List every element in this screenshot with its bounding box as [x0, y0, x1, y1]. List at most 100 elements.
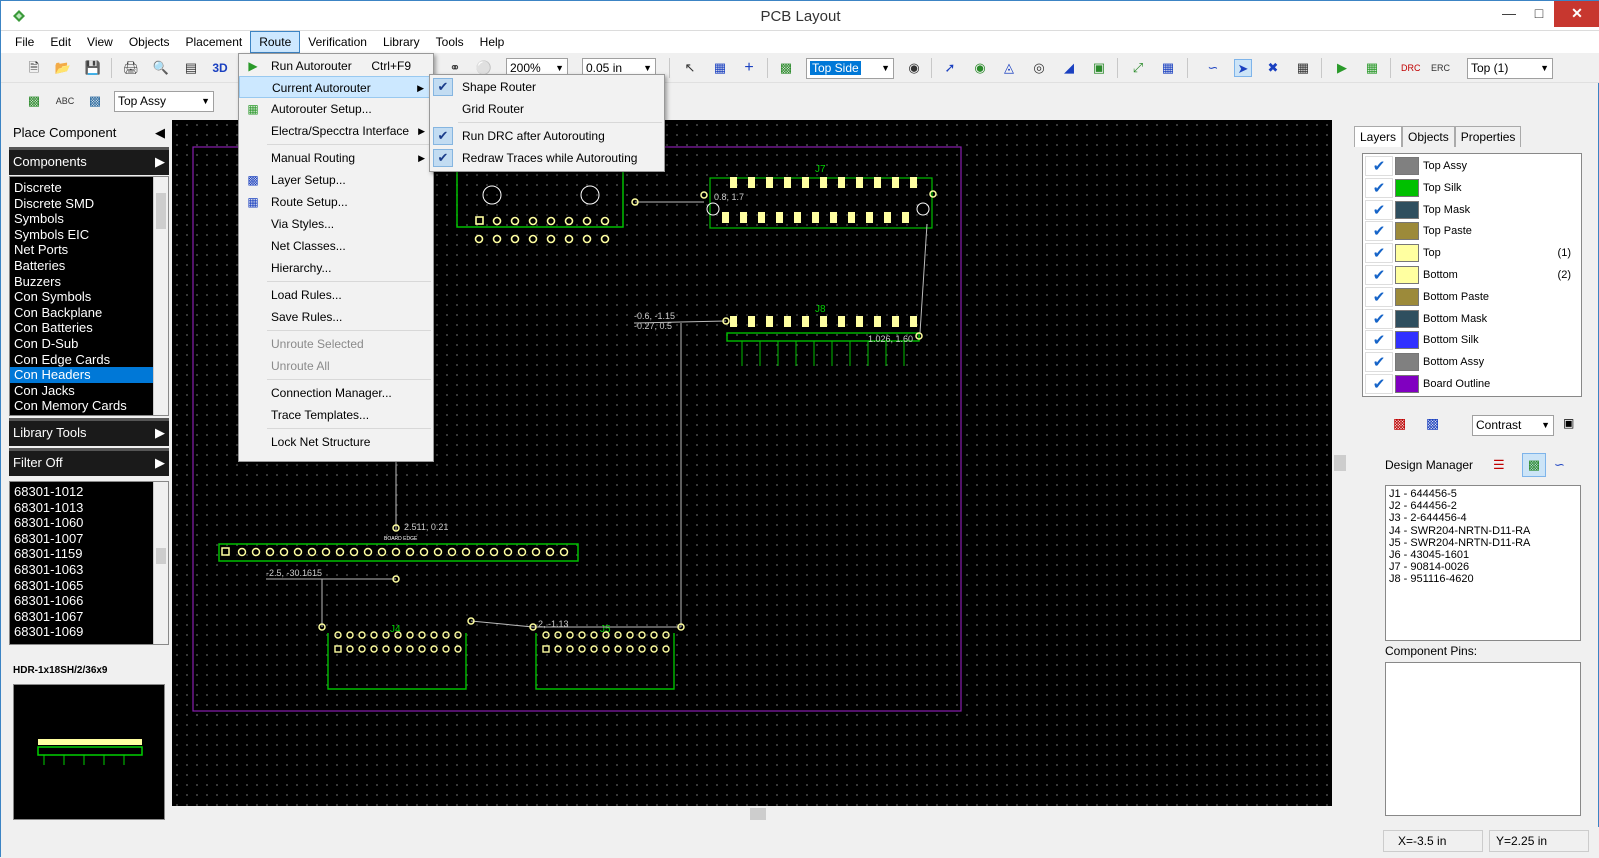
- list-item[interactable]: J4 - SWR204-NRTN-D11-RA: [1389, 524, 1531, 537]
- menu-item-run-drc-after[interactable]: ✔Run DRC after Autorouting: [430, 125, 664, 147]
- text-tool-icon[interactable]: ABC: [55, 96, 75, 106]
- list-item[interactable]: 68301-1060: [14, 515, 84, 531]
- list-item[interactable]: Buzzers: [14, 273, 61, 289]
- components-header[interactable]: Components▶: [9, 147, 169, 175]
- layer-visible-checkmark-icon[interactable]: ✔: [1365, 199, 1393, 220]
- list-item[interactable]: J1 - 644456-5: [1389, 488, 1457, 500]
- place-icon[interactable]: ▩: [27, 93, 41, 108]
- run-autorouter-icon[interactable]: ▶: [1337, 60, 1347, 75]
- list-item[interactable]: Discrete SMD: [14, 195, 95, 211]
- interactive-route-icon[interactable]: ➤: [1234, 59, 1252, 77]
- menu-item-grid-router[interactable]: Grid Router: [462, 102, 525, 116]
- menu-item-net-classes[interactable]: Net Classes...: [271, 239, 346, 253]
- menu-item-lock-net-structure[interactable]: Lock Net Structure: [271, 435, 371, 449]
- layer-color-swatch[interactable]: [1395, 353, 1419, 372]
- list-item[interactable]: 68301-1007: [14, 530, 84, 546]
- maximize-button[interactable]: □: [1534, 5, 1544, 21]
- pad-icon[interactable]: ◎: [1033, 60, 1045, 75]
- contrast-combo[interactable]: Contrast▼: [1472, 415, 1554, 436]
- layer-visible-checkmark-icon[interactable]: ✔: [1365, 265, 1393, 285]
- list-item[interactable]: J6 - 43045-1601: [1389, 549, 1470, 562]
- components-scrollbar[interactable]: [153, 177, 168, 415]
- select-arrow-icon[interactable]: ↖: [684, 60, 696, 75]
- save-icon[interactable]: 💾: [84, 60, 102, 75]
- menu-placement[interactable]: Placement: [185, 35, 243, 49]
- list-item[interactable]: J5 - SWR204-NRTN-D11-RA: [1389, 536, 1531, 549]
- layer-visible-checkmark-icon[interactable]: ✔: [1365, 308, 1393, 329]
- menu-route[interactable]: Route: [250, 31, 301, 53]
- menu-help[interactable]: Help: [479, 35, 505, 49]
- layer-visible-checkmark-icon[interactable]: ✔: [1365, 221, 1393, 242]
- arc-icon[interactable]: ◬: [1004, 60, 1014, 75]
- add-layer-icon[interactable]: ▩: [1393, 415, 1407, 431]
- side-combo[interactable]: Top Side▼: [806, 58, 894, 79]
- list-item[interactable]: Symbols EIC: [14, 226, 90, 242]
- layer-color-swatch[interactable]: [1395, 244, 1419, 263]
- menu-item-current-autorouter[interactable]: Current Autorouter▶: [239, 76, 433, 98]
- layer-row[interactable]: ✔Bottom Silk: [1365, 330, 1575, 351]
- components-list[interactable]: Discrete Discrete SMD Symbols Symbols EI…: [9, 176, 169, 416]
- layer-row[interactable]: ✔Bottom Assy: [1365, 352, 1575, 373]
- layer-settings-icon[interactable]: ▩: [1426, 415, 1440, 431]
- list-item[interactable]: Symbols: [14, 211, 64, 227]
- dm-components-icon[interactable]: ▩: [1522, 453, 1546, 477]
- close-button[interactable]: ✕: [1554, 1, 1599, 27]
- layer-row[interactable]: ✔Top Silk: [1365, 177, 1575, 198]
- list-item[interactable]: Discrete: [14, 180, 62, 195]
- assy-combo[interactable]: Top Assy▼: [114, 91, 214, 112]
- menu-item-manual-routing[interactable]: Manual Routing▶: [239, 147, 433, 169]
- menu-library[interactable]: Library: [382, 35, 420, 49]
- filter-header[interactable]: Filter Off▶: [9, 448, 169, 476]
- print-icon[interactable]: 🖨: [122, 60, 140, 75]
- collapse-left-icon[interactable]: ◀: [155, 125, 165, 140]
- layer-color-swatch[interactable]: [1395, 200, 1419, 219]
- list-item[interactable]: Con Edge Cards: [14, 351, 111, 367]
- copper-pour-icon[interactable]: ▣: [1092, 60, 1106, 75]
- layer-row[interactable]: ✔Bottom Paste: [1365, 286, 1575, 307]
- minimize-button[interactable]: —: [1502, 5, 1516, 21]
- layer-row[interactable]: ✔Top Paste: [1365, 221, 1575, 242]
- layer-visible-checkmark-icon[interactable]: ✔: [1365, 330, 1393, 351]
- menu-file[interactable]: File: [15, 35, 35, 49]
- menu-item-hierarchy[interactable]: Hierarchy...: [271, 261, 332, 275]
- drc-icon[interactable]: DRC: [1401, 63, 1421, 73]
- table-icon[interactable]: ▦: [1161, 60, 1175, 75]
- parts-list[interactable]: 68301-1012 68301-1013 68301-1060 68301-1…: [9, 481, 169, 645]
- via-icon[interactable]: ◉: [974, 60, 986, 75]
- menu-item-load-rules[interactable]: Load Rules...: [271, 288, 342, 302]
- list-item[interactable]: Batteries: [14, 257, 66, 273]
- layer-color-swatch[interactable]: [1395, 375, 1419, 393]
- menu-item-shape-router[interactable]: ✔Shape Router: [430, 76, 664, 98]
- list-item[interactable]: J2 - 644456-2: [1389, 500, 1457, 513]
- parts-scrollbar[interactable]: [153, 482, 168, 644]
- layer-visible-checkmark-icon[interactable]: ✔: [1365, 156, 1393, 176]
- canvas-horizontal-scrollbar[interactable]: [172, 806, 1332, 822]
- list-item[interactable]: J8 - 951116-4620: [1389, 573, 1474, 586]
- place-component-header[interactable]: Place Component◀: [9, 121, 169, 145]
- polygon-icon[interactable]: ◢: [1064, 60, 1074, 75]
- erc-icon[interactable]: ERC: [1431, 63, 1451, 73]
- image-icon[interactable]: ▩: [88, 93, 102, 108]
- list-item[interactable]: 68301-1013: [14, 499, 84, 515]
- menu-item-trace-templates[interactable]: Trace Templates...: [271, 408, 370, 422]
- tab-layers[interactable]: Layers: [1354, 126, 1403, 147]
- layer-color-swatch[interactable]: [1395, 266, 1419, 284]
- list-item[interactable]: J7 - 90814-0026: [1389, 561, 1470, 574]
- layer-visible-checkmark-icon[interactable]: ✔: [1365, 243, 1393, 264]
- menu-item-layer-setup[interactable]: ▩Layer Setup...: [239, 169, 433, 191]
- menu-item-autorouter-setup[interactable]: ▦Autorouter Setup...: [239, 98, 433, 120]
- dimension-icon[interactable]: ⤢: [1132, 60, 1144, 75]
- list-item[interactable]: 68301-1012: [14, 484, 84, 499]
- library-tools-header[interactable]: Library Tools▶: [9, 418, 169, 446]
- open-folder-icon[interactable]: 📂: [54, 60, 72, 75]
- list-item[interactable]: Con D-Sub: [14, 335, 79, 351]
- tab-properties[interactable]: Properties: [1454, 126, 1522, 147]
- layer-row[interactable]: ✔Top Assy: [1365, 156, 1575, 176]
- binoculars-icon[interactable]: ◉: [908, 60, 920, 75]
- zoom-fit-icon[interactable]: ⚪: [475, 60, 493, 75]
- menu-verification[interactable]: Verification: [308, 35, 367, 49]
- menu-item-save-rules[interactable]: Save Rules...: [271, 310, 343, 324]
- menu-item-route-setup[interactable]: ▦Route Setup...: [239, 191, 433, 213]
- layer-visible-checkmark-icon[interactable]: ✔: [1365, 352, 1393, 373]
